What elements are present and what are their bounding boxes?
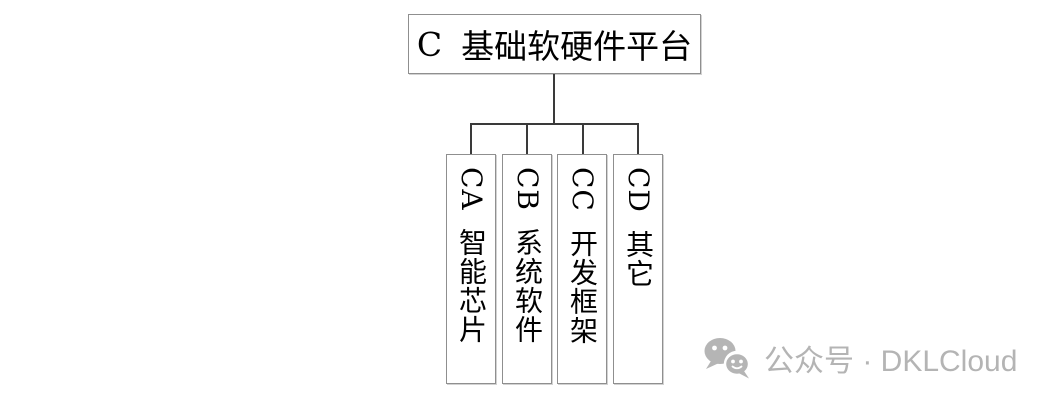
wechat-icon: [703, 337, 753, 379]
node-cd: CD 其它: [613, 154, 663, 384]
node-cc-label: 开发框架: [566, 228, 599, 345]
node-ca-code: CA: [455, 167, 488, 211]
connector-horizontal-bus: [470, 123, 639, 125]
node-ca: CA 智能芯片: [446, 154, 496, 384]
node-cb-code: CB: [511, 167, 544, 211]
node-root-code: C: [416, 24, 443, 64]
connector-stub-ca: [470, 123, 472, 154]
node-root-label: 基础软硬件平台: [461, 27, 693, 66]
connector-root-vertical: [553, 74, 555, 125]
node-cd-label: 其它: [622, 229, 655, 288]
node-cd-code: CD: [622, 167, 655, 213]
node-root: C 基础软硬件平台: [408, 14, 701, 74]
connector-stub-cc: [582, 123, 584, 154]
connector-stub-cb: [526, 123, 528, 154]
node-cc: CC 开发框架: [557, 154, 607, 384]
node-cb-label: 系统软件: [511, 228, 544, 344]
node-ca-label: 智能芯片: [455, 227, 488, 344]
connector-stub-cd: [637, 123, 639, 154]
watermark: 公众号 · DKLCloud: [703, 336, 1017, 380]
node-cc-code: CC: [566, 167, 599, 212]
watermark-text: 公众号 · DKLCloud: [764, 345, 1018, 378]
node-cb: CB 系统软件: [502, 154, 552, 384]
